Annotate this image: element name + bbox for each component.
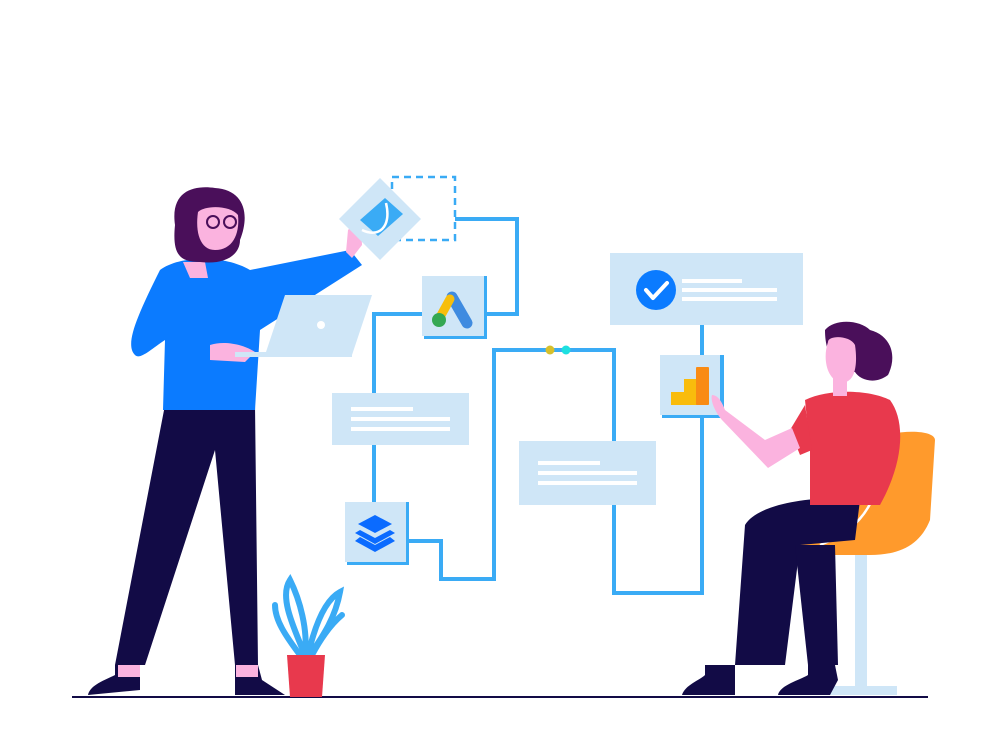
- glasses: [206, 215, 220, 229]
- shirt: [805, 391, 901, 505]
- standing-woman: [88, 178, 421, 695]
- google-ads-icon: [446, 291, 473, 329]
- paper-plane-app-icon: [360, 198, 403, 236]
- text-card: [519, 441, 656, 505]
- laptop-icon: [317, 321, 325, 329]
- connector: [407, 348, 616, 581]
- cyan-dot: [561, 345, 571, 355]
- held-app-card: [339, 178, 421, 260]
- sitting-woman: [682, 321, 901, 695]
- text-card: [332, 393, 469, 445]
- connector-lines: [372, 175, 704, 595]
- layers-icon: [355, 515, 395, 552]
- pants: [115, 405, 258, 665]
- connector: [455, 217, 519, 316]
- laptop: [235, 295, 372, 357]
- google-analytics-icon: [671, 367, 709, 405]
- connector: [612, 418, 704, 595]
- checkmark-circle-icon: [636, 270, 676, 310]
- yellow-dot: [545, 345, 555, 355]
- potted-plant: [272, 574, 345, 697]
- verified-card: [610, 253, 803, 325]
- layers-tile: [345, 502, 409, 565]
- google-ads-tile: [422, 276, 487, 339]
- pants: [735, 498, 860, 665]
- connector: [372, 312, 422, 393]
- google-analytics-tile: [660, 355, 724, 418]
- shirt: [131, 250, 362, 410]
